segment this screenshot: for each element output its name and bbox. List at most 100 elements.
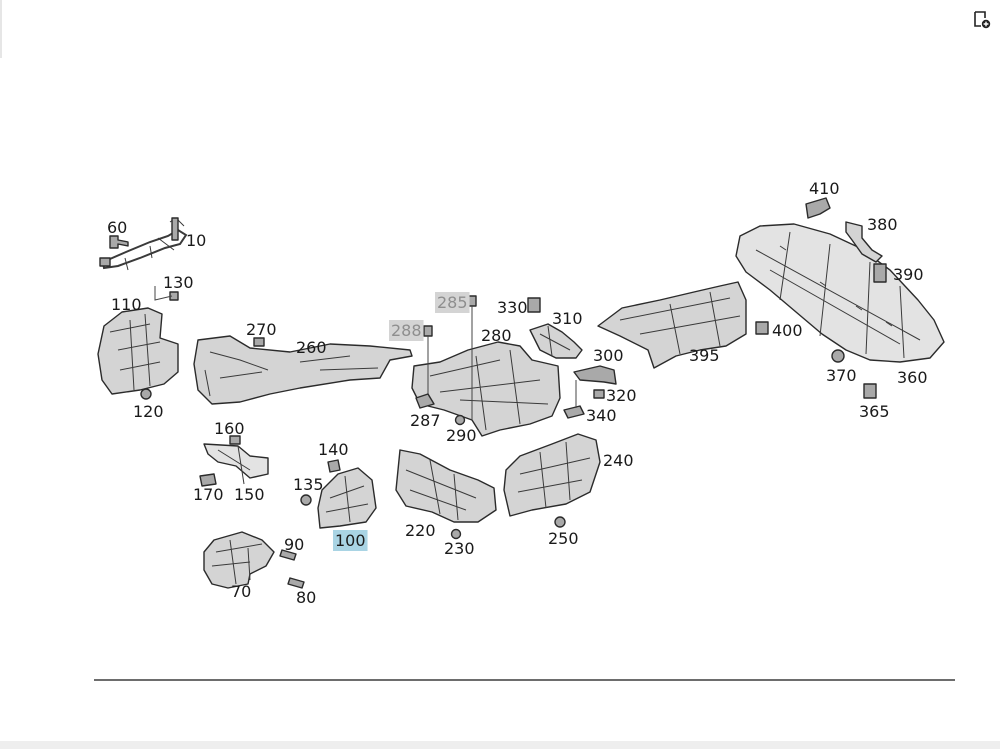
part-270-nut[interactable] <box>253 337 265 347</box>
part-130-bolt[interactable] <box>154 286 179 301</box>
part-380-bracket[interactable] <box>845 221 883 263</box>
callout-410[interactable]: 410 <box>809 179 840 198</box>
callout-230[interactable]: 230 <box>444 539 475 558</box>
part-70-shield-assembly[interactable] <box>203 531 275 589</box>
callout-layer: 10 60 70 80 90 100 110 120 130 135 140 150 160 170 220… <box>107 179 928 607</box>
part-60-screw[interactable] <box>109 235 129 249</box>
callout-label: 390 <box>893 265 924 284</box>
part-240-heat-shield[interactable] <box>503 433 601 517</box>
part-340-clip[interactable] <box>563 380 585 419</box>
part-80-bolt[interactable] <box>287 577 305 589</box>
part-300-bracket[interactable] <box>573 365 617 385</box>
callout-label: 288 <box>391 321 422 340</box>
callout-70[interactable]: 70 <box>231 582 251 601</box>
part-320-nut[interactable] <box>593 389 605 399</box>
callout-10[interactable]: 10 <box>186 231 206 250</box>
callout-280[interactable]: 280 <box>481 326 512 345</box>
callout-287[interactable]: 287 <box>410 411 441 430</box>
callout-label: 160 <box>214 419 245 438</box>
part-170-clip[interactable] <box>199 473 217 487</box>
callout-260[interactable]: 260 <box>296 338 327 357</box>
callout-label: 240 <box>603 451 634 470</box>
part-160-bolt[interactable] <box>229 435 241 445</box>
callout-135[interactable]: 135 <box>293 475 324 494</box>
callout-250[interactable]: 250 <box>548 529 579 548</box>
callout-110[interactable]: 110 <box>111 295 142 314</box>
callout-365[interactable]: 365 <box>859 402 890 421</box>
part-230-nut[interactable] <box>450 528 462 540</box>
part-390-bolt[interactable] <box>873 263 887 283</box>
callout-320[interactable]: 320 <box>606 386 637 405</box>
part-310-bracket[interactable] <box>529 323 583 359</box>
callout-90[interactable]: 90 <box>284 535 304 554</box>
callout-label: 135 <box>293 475 324 494</box>
callout-60[interactable]: 60 <box>107 218 127 237</box>
part-110-heat-shield[interactable] <box>97 307 179 395</box>
callout-label: 290 <box>446 426 477 445</box>
callout-400[interactable]: 400 <box>772 321 803 340</box>
callout-288[interactable]: 288 <box>389 320 424 341</box>
part-290-nut[interactable] <box>454 414 466 426</box>
part-140-nut[interactable] <box>327 459 341 473</box>
callout-390[interactable]: 390 <box>893 265 924 284</box>
part-100-heat-shield[interactable] <box>317 467 377 529</box>
part-150-shield-bracket[interactable] <box>203 443 269 485</box>
callout-340[interactable]: 340 <box>586 406 617 425</box>
callout-label: 170 <box>193 485 224 504</box>
part-287-clip[interactable] <box>415 393 435 409</box>
callout-370[interactable]: 370 <box>826 366 857 385</box>
callout-380[interactable]: 380 <box>867 215 898 234</box>
part-120-nut[interactable] <box>140 388 152 400</box>
callout-290[interactable]: 290 <box>446 426 477 445</box>
callout-170[interactable]: 170 <box>193 485 224 504</box>
callout-label: 120 <box>133 402 164 421</box>
part-288-bolt[interactable] <box>423 325 433 394</box>
callout-140[interactable]: 140 <box>318 440 349 459</box>
part-360-heat-shield[interactable] <box>735 223 945 363</box>
part-330-bolt[interactable] <box>527 297 541 313</box>
callout-130[interactable]: 130 <box>163 273 194 292</box>
callout-150[interactable]: 150 <box>234 485 265 504</box>
part-220-heat-shield[interactable] <box>395 449 497 523</box>
part-280-heat-shield[interactable] <box>411 341 561 437</box>
part-90-bolt[interactable] <box>279 549 297 561</box>
callout-highlight <box>389 320 424 341</box>
part-250-nut[interactable] <box>554 516 566 528</box>
window-frame-edge <box>0 0 2 58</box>
add-note-button[interactable] <box>970 8 994 32</box>
callout-label: 320 <box>606 386 637 405</box>
part-260-heat-shield[interactable] <box>193 335 413 405</box>
part-370-nut[interactable] <box>831 349 845 363</box>
callout-285[interactable]: 285 <box>435 292 470 313</box>
part-400-bolt[interactable] <box>755 321 769 335</box>
part-395-heat-shield[interactable] <box>597 281 747 369</box>
part-365-bolt[interactable] <box>863 383 877 399</box>
callout-160[interactable]: 160 <box>214 419 245 438</box>
callout-label: 220 <box>405 521 436 540</box>
callout-label: 140 <box>318 440 349 459</box>
callout-label: 150 <box>234 485 265 504</box>
callout-360[interactable]: 360 <box>897 368 928 387</box>
bottom-scroll-track[interactable] <box>0 741 1000 749</box>
callout-270[interactable]: 270 <box>246 320 277 339</box>
callout-310[interactable]: 310 <box>552 309 583 328</box>
part-10-bracket[interactable] <box>99 217 188 271</box>
callout-300[interactable]: 300 <box>593 346 624 365</box>
callout-120[interactable]: 120 <box>133 402 164 421</box>
part-135-nut[interactable] <box>300 494 312 506</box>
callout-label: 365 <box>859 402 890 421</box>
callout-label: 130 <box>163 273 194 292</box>
callout-220[interactable]: 220 <box>405 521 436 540</box>
callout-label: 400 <box>772 321 803 340</box>
callout-label: 230 <box>444 539 475 558</box>
callout-330[interactable]: 330 <box>497 298 528 317</box>
part-410-sensor[interactable] <box>805 197 831 219</box>
callout-395[interactable]: 395 <box>689 346 720 365</box>
callout-240[interactable]: 240 <box>603 451 634 470</box>
callout-label: 287 <box>410 411 441 430</box>
callout-80[interactable]: 80 <box>296 588 316 607</box>
callout-label: 380 <box>867 215 898 234</box>
callout-label: 285 <box>437 293 468 312</box>
callout-label: 260 <box>296 338 327 357</box>
callout-100[interactable]: 100 <box>333 530 368 551</box>
